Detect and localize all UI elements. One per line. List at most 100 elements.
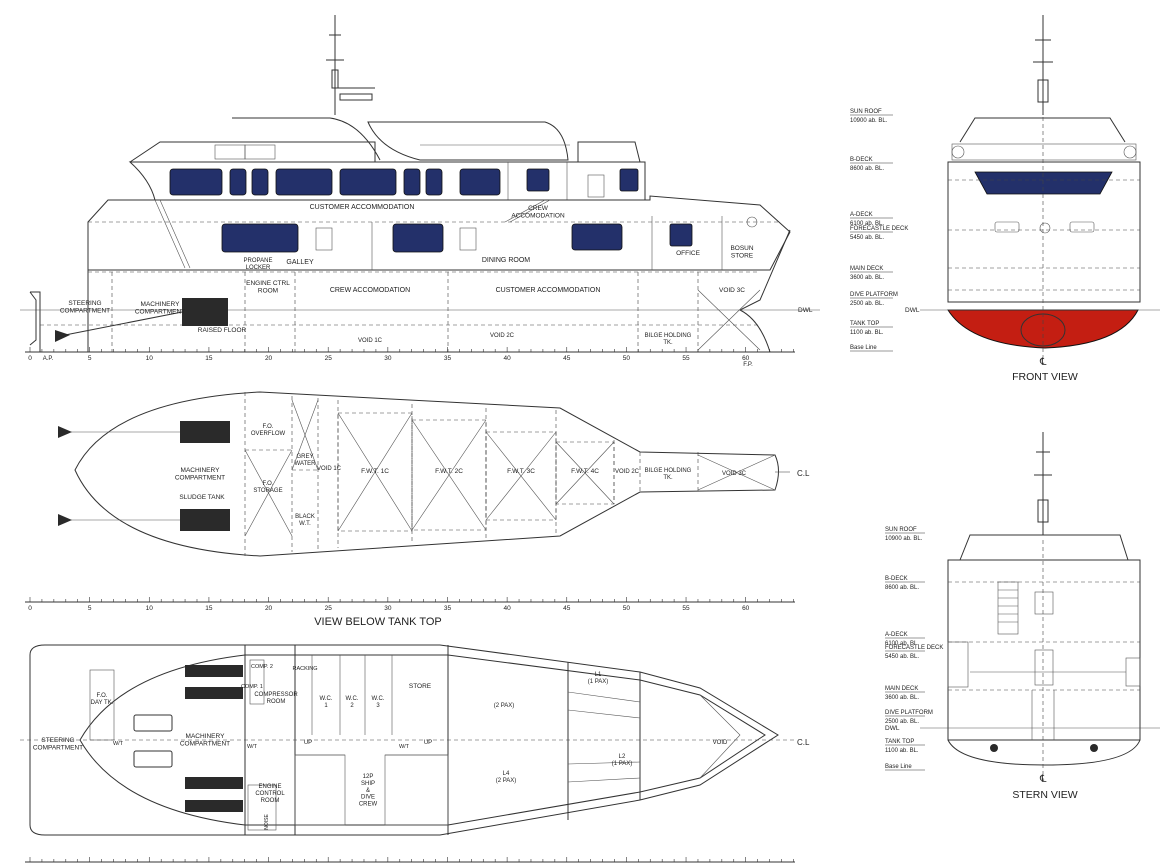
tank-label-sludge-tank: SLUDGE TANK <box>179 494 225 501</box>
scale-tick-label: 10 <box>146 605 154 612</box>
level-name: DIVE PLATFORM <box>885 710 933 716</box>
scale-tick-label: 40 <box>504 355 512 362</box>
scale-tick-label: 45 <box>563 355 571 362</box>
tank-label-void-3c: VOID 3C <box>722 471 747 477</box>
deck-label-comp-2: COMP. 2 <box>251 664 273 670</box>
scale-tick-label: 50 <box>623 605 631 612</box>
deck-label-up-1: UP <box>304 740 312 746</box>
level-name: SUN ROOF <box>850 109 882 115</box>
profile-label-office: OFFICE <box>676 250 700 257</box>
front-view-title: FRONT VIEW <box>1012 371 1078 383</box>
deck-label-wt-1: W/T <box>113 741 124 747</box>
scale-tick-label: 25 <box>325 605 333 612</box>
scale-tick-label: 55 <box>682 355 690 362</box>
level-name: SUN ROOF <box>885 527 917 533</box>
tank-label-fwt-1c: F.W.T. 1C <box>361 468 389 475</box>
scale-tick-label: 45 <box>563 605 571 612</box>
profile-label-dining-room: DINING ROOM <box>482 257 530 264</box>
profile-label-void-1c: VOID 1C <box>358 338 383 344</box>
level-value: 8600 ab. BL. <box>885 585 919 591</box>
deck-label-bhd-note: NOISE <box>264 814 270 830</box>
scale-tick-label: 50 <box>623 355 631 362</box>
level-name: B-DECK <box>850 157 873 163</box>
scale-tick-label: 5 <box>88 355 92 362</box>
level-value: 10900 ab. BL. <box>850 118 888 124</box>
deck-label-racking: RACKING <box>292 666 317 672</box>
level-value: 3600 ab. BL. <box>885 695 919 701</box>
level-value: 8600 ab. BL. <box>850 166 884 172</box>
profile-label-crew-accommodation-lower: CREW ACCOMODATION <box>330 287 410 294</box>
tank-label-void-1c: VOID 1C <box>317 466 342 472</box>
level-name: FORECASTLE DECK <box>885 645 943 651</box>
scale-tick-label: 15 <box>205 605 213 612</box>
main-deck-plan <box>20 644 795 863</box>
level-name: A-DECK <box>885 632 908 638</box>
level-name: TANK TOP <box>850 321 879 327</box>
front-view-dwl: DWL <box>905 307 920 314</box>
tank-label-fwt-2c: F.W.T. 2C <box>435 468 463 475</box>
tank-label-fwt-3c: F.W.T. 3C <box>507 468 535 475</box>
level-value: 2500 ab. BL. <box>885 719 919 725</box>
level-name: MAIN DECK <box>885 686 918 692</box>
level-name: Base Line <box>885 764 912 770</box>
stern-view <box>920 432 1160 780</box>
level-name: A-DECK <box>850 212 873 218</box>
deck-label-fo-day-tk: F.O.DAY TK. <box>91 693 114 706</box>
profile-label-customer-accommodation-upper: CUSTOMER ACCOMMODATION <box>310 204 415 211</box>
profile-label-raised-floor: RAISED FLOOR <box>198 327 247 334</box>
scale-tick-label: 20 <box>265 355 273 362</box>
level-name: Base Line <box>850 345 877 351</box>
level-name: B-DECK <box>885 576 908 582</box>
scale-tick-label: 5 <box>88 605 92 612</box>
front-view <box>920 15 1160 360</box>
scale-tick-label: 30 <box>384 355 392 362</box>
tank-label-cl: C.L <box>797 469 810 478</box>
scale-tick-label: 60 <box>742 355 750 362</box>
scale-tick-label: 35 <box>444 605 452 612</box>
level-name: FORECASTLE DECK <box>850 226 908 232</box>
deck-label-l1: L1(1 PAX) <box>588 672 609 685</box>
profile-label-void-2c: VOID 2C <box>490 333 515 339</box>
profile-label-dwl: DWL <box>798 307 813 314</box>
deck-label-l2: L2(1 PAX) <box>612 754 633 767</box>
level-name: TANK TOP <box>885 739 914 745</box>
profile-scale-fp: F.P. <box>743 362 753 368</box>
level-value: 10900 ab. BL. <box>885 536 923 542</box>
tank-label-fo-storage: F.O.STORAGE <box>253 481 282 494</box>
deck-label-cl: C.L <box>797 738 810 747</box>
deck-label-void: VOID <box>713 740 728 746</box>
level-value: 6100 ab. BL. <box>885 641 919 647</box>
deck-label-up-2: UP <box>424 740 432 746</box>
deck-label-wc-1: W.C.1 <box>320 696 333 709</box>
scale-tick-label: 20 <box>265 605 273 612</box>
level-value: 6100 ab. BL. <box>850 221 884 227</box>
front-view-cl: ℄ <box>1039 357 1047 368</box>
scale-tick-label: 60 <box>742 605 750 612</box>
level-value: 5450 ab. BL. <box>850 235 884 241</box>
profile-scale-ap: A.P. <box>43 356 54 362</box>
stern-view-dwl: DWL <box>885 725 900 732</box>
profile-label-void-3c: VOID 3C <box>719 287 745 294</box>
scale-tick-label: 30 <box>384 605 392 612</box>
deck-label-wt-2: W/T <box>247 744 258 750</box>
scale-tick-label: 10 <box>146 355 154 362</box>
deck-label-wt-3: W/T <box>399 744 410 750</box>
level-name: DIVE PLATFORM <box>850 292 898 298</box>
level-value: 1100 ab. BL. <box>850 330 884 336</box>
profile-label-galley: GALLEY <box>286 259 314 266</box>
